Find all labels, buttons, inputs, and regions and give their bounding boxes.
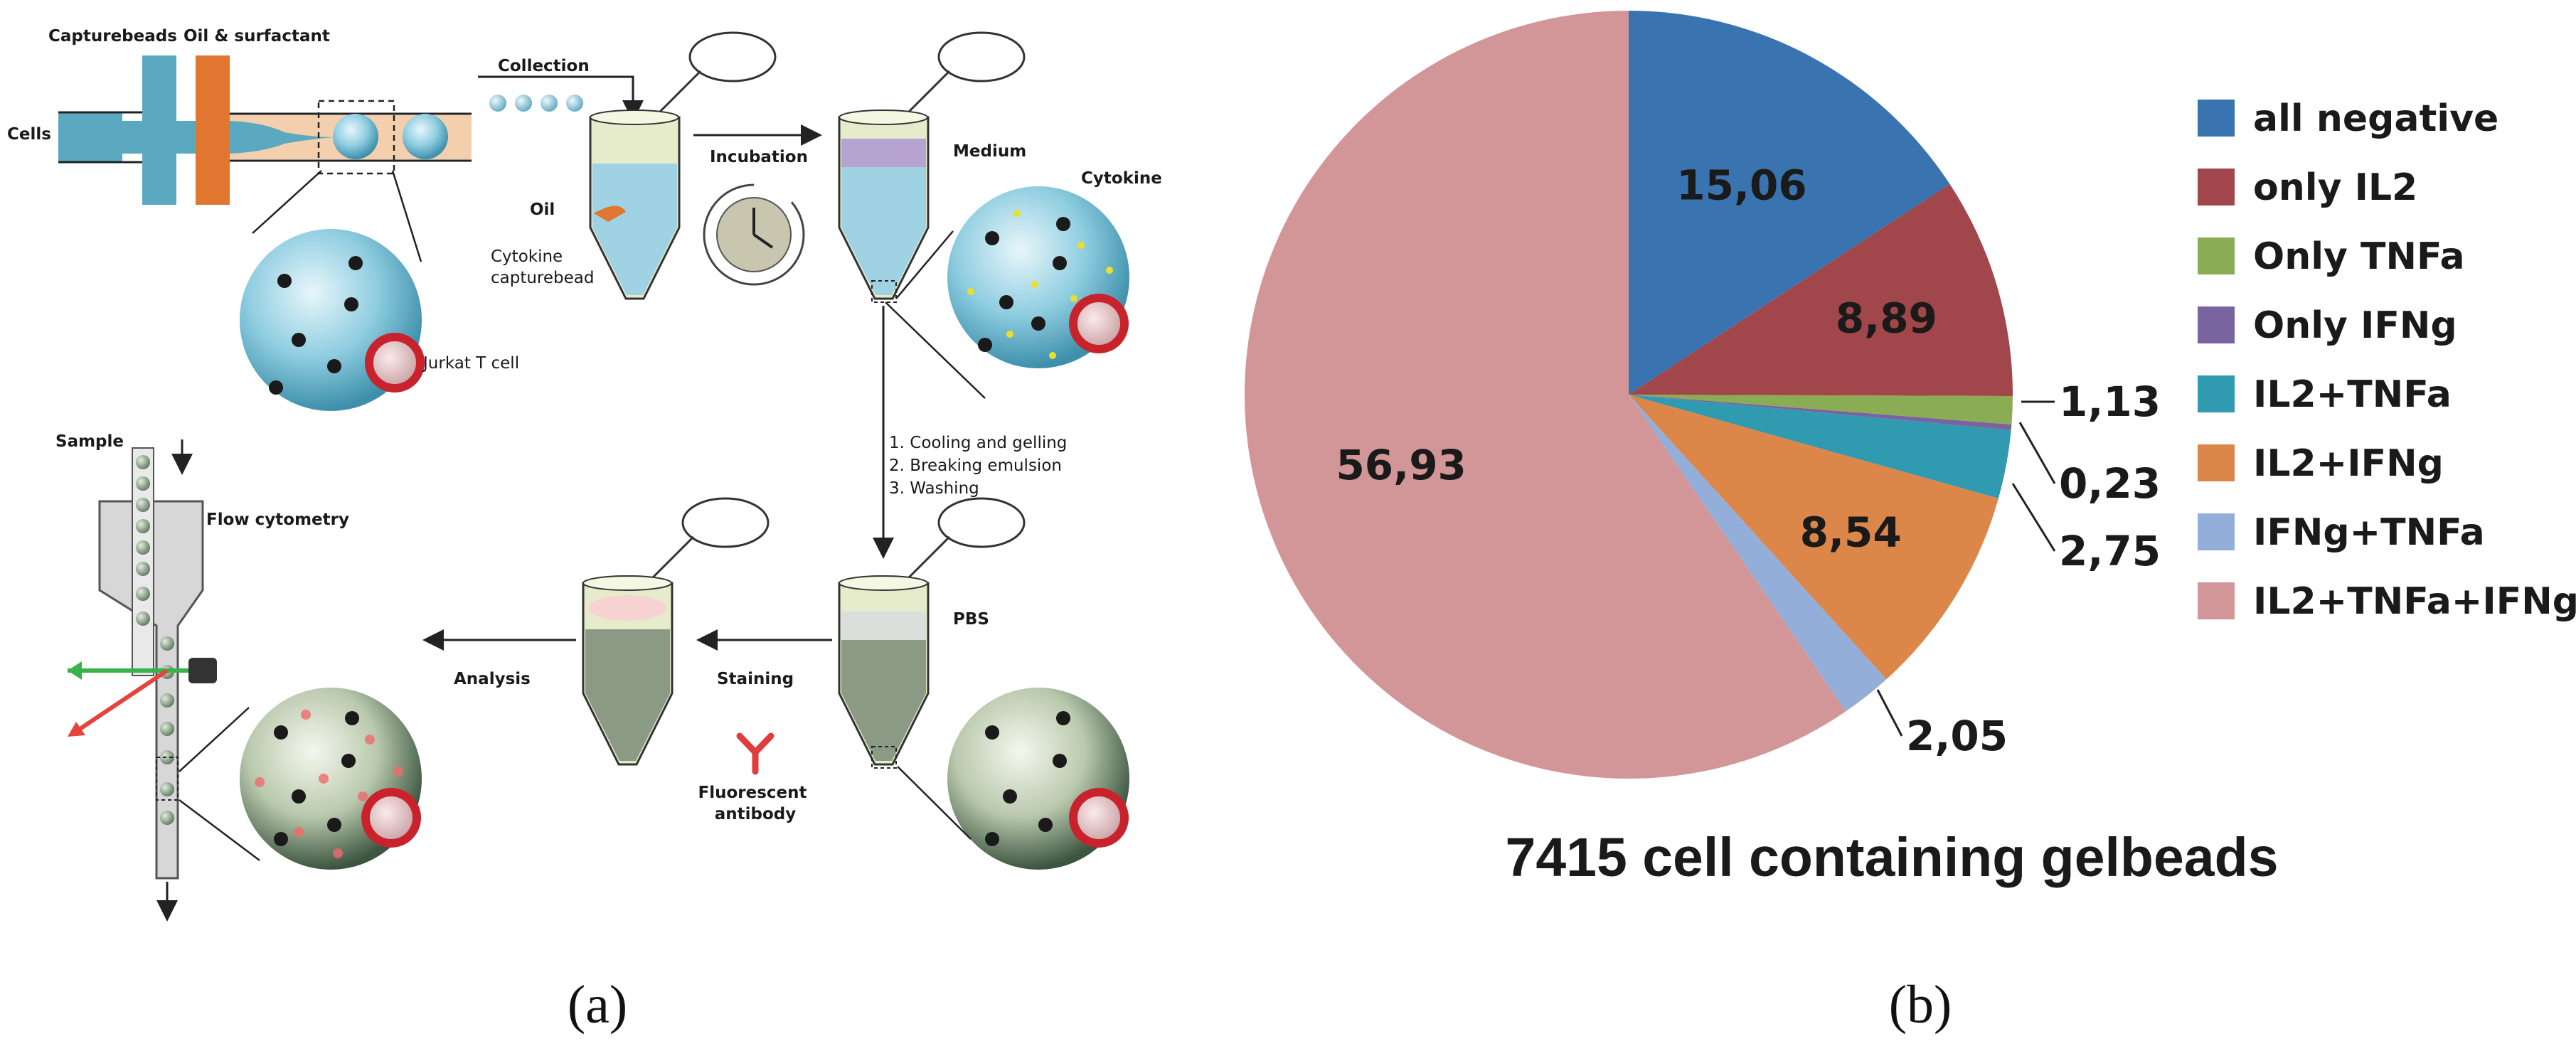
pie-value-label: 56,93 [1336,441,1466,489]
legend-label: IL2+TNFa [2253,373,2452,416]
pie-slice-il2-tnfa-ifng [1245,11,1846,779]
label-oil: Oil [530,201,555,219]
legend-swatch [2198,169,2235,206]
legend-label: only IL2 [2253,166,2417,209]
caption-b: (b) [1889,975,1952,1035]
label-cytokine-capturebead-line1: Cytokine [491,247,563,266]
label-cytokine-capturebead: Cytokine capturebead [491,247,594,287]
label-step1: 1. Cooling and gelling [889,434,1067,452]
pie-leader-line [2018,422,2056,484]
legend-label: Only IFNg [2253,304,2457,347]
microfluidic-chip [58,55,472,205]
capture-bead-large [240,170,425,411]
clock-icon [703,183,805,286]
legend-swatch [2198,100,2235,137]
pie-leader-line [1876,689,1903,737]
flow-cell [98,447,204,922]
legend-swatch [2198,582,2235,619]
pie-slice-ifng-tnfa [1629,395,1887,712]
pie-value-label: 15,06 [1676,161,1806,209]
legend-swatch [2198,513,2235,550]
label-fluorescent-antibody: Fluorescent antibody [698,784,812,823]
pie-value-label: 0,23 [2059,459,2161,508]
pie-value-label: 2,75 [2059,527,2161,575]
pie-value-label: 8,54 [1800,508,1902,556]
legend-label: IL2+IFNg [2253,442,2444,485]
caption-a: (a) [568,975,627,1035]
chart-title: 7415 cell containing gelbeads [1506,827,2279,888]
label-step3: 3. Washing [889,479,979,498]
pie-labels: 15,06 8,89 1,13 0,23 2,75 8,54 2,05 56,93 [1336,161,2161,760]
legend-swatch [2198,238,2235,274]
collection-beads [489,95,583,112]
pie-value-label: 2,05 [1906,712,2008,760]
label-staining: Staining [717,670,794,688]
label-oil-surfactant: Oil & surfactant [183,27,330,46]
legend-label: IL2+TNFa+IFNg [2253,580,2576,623]
tube-collection [589,31,777,300]
label-fluorescent-antibody-line1: Fluorescent [698,784,807,802]
pie-value-label: 8,89 [1836,294,1937,342]
gel-bead-stained [179,688,422,870]
label-cells: Cells [7,125,51,144]
label-cytokine: Cytokine [1081,169,1162,188]
label-capturebeads: Capturebeads [48,27,177,46]
legend-label: all negative [2253,97,2498,140]
pie-slice-il2-ifng [1629,395,1998,680]
label-collection: Collection [498,57,590,75]
collection-arrow [478,75,644,122]
panel-a-workflow: Capturebeads Oil & surfactant Cells Coll… [7,27,1162,1035]
antibody-icon [736,732,775,775]
label-analysis: Analysis [454,670,531,688]
tube-pbs [838,497,1026,769]
label-cytokine-capturebead-line2: capturebead [491,269,594,287]
legend-swatch [2198,444,2235,481]
tube-incubation [838,31,1026,303]
legend-label: Only TNFa [2253,235,2465,278]
legend-swatch [2198,306,2235,343]
capture-bead-cytokines [885,186,1129,399]
label-jurkat: Jurkat T cell [422,354,519,373]
pie-slice-all-negative [1629,11,1950,395]
label-sample: Sample [55,432,124,451]
legend-swatch [2198,375,2235,412]
label-medium: Medium [953,142,1026,161]
pie-value-label: 1,13 [2059,378,2161,426]
laser-icon [68,658,217,737]
pie-leader-line [2011,483,2056,552]
label-fluorescent-antibody-line2: antibody [715,805,797,823]
label-flow-cytometry: Flow cytometry [206,511,349,529]
label-pbs: PBS [953,610,989,629]
legend-label: IFNg+TNFa [2253,511,2485,554]
pie-slice-only-ifng [1629,395,2012,431]
tube-stained [582,497,770,766]
label-incubation: Incubation [710,148,808,166]
pie-slices [1245,11,2013,779]
pie-slice-only-il2 [1629,183,2013,396]
panel-b-pie-chart: 15,06 8,89 1,13 0,23 2,75 8,54 2,05 56,93 all n… [1245,11,2576,1035]
label-step2: 2. Breaking emulsion [889,457,1062,475]
gel-bead-washed [897,688,1129,870]
pie-slice-only-tnfa [1629,395,2013,425]
pie-slice-il2-tnfa [1629,395,2011,499]
